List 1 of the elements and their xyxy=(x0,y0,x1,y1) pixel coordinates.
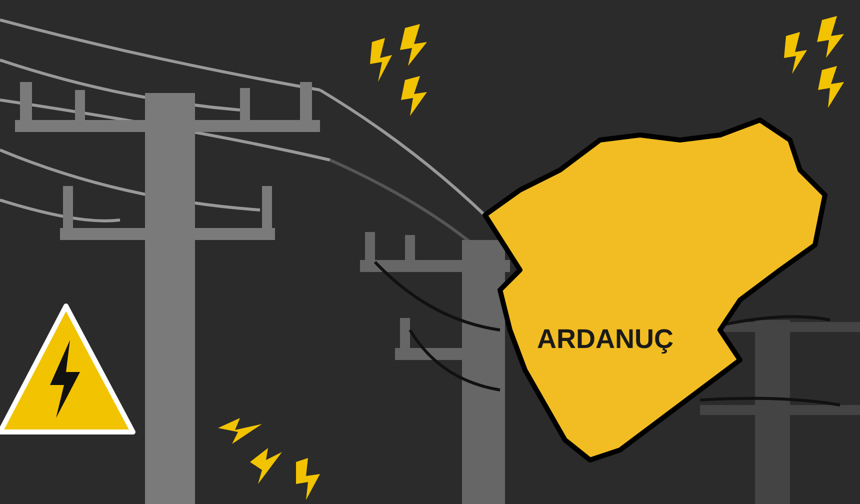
place-name: ARDANUÇ xyxy=(537,324,674,355)
